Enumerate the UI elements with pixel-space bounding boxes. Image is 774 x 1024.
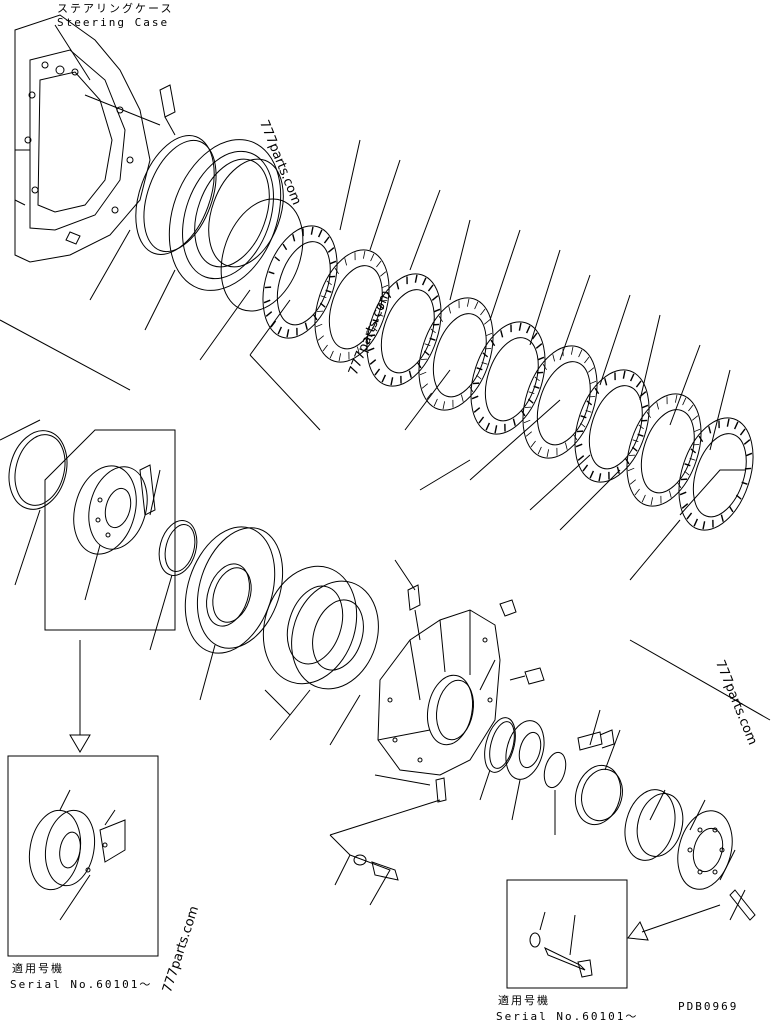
left-inset-label-serial: Serial No.60101〜 xyxy=(10,978,153,991)
right-inset-frame xyxy=(507,880,627,988)
hex-bolt xyxy=(372,862,398,880)
friction-disc xyxy=(666,408,767,539)
friction-disc xyxy=(562,360,663,491)
end-bolt xyxy=(730,890,755,920)
leader-line xyxy=(90,230,250,360)
fitting xyxy=(510,668,544,684)
bolt-part xyxy=(160,85,175,135)
hub-assembly xyxy=(64,459,156,561)
shim xyxy=(541,750,570,790)
friction-disc xyxy=(458,312,559,443)
right-inset-bolt xyxy=(530,933,592,977)
seal-cup xyxy=(618,784,690,866)
seal-ring-left xyxy=(1,424,76,516)
separator-plate xyxy=(406,288,507,419)
o-ring xyxy=(206,188,317,323)
steering-case-label-jp: ステアリングケース xyxy=(57,2,174,15)
left-inset-frame xyxy=(8,756,158,956)
arrow-left xyxy=(628,905,720,940)
left-inset-hub xyxy=(23,806,125,893)
seal-ring xyxy=(121,125,229,265)
steering-case-label-en: Steering Case xyxy=(57,16,170,29)
separator-plate xyxy=(614,384,715,515)
friction-disc xyxy=(354,264,455,395)
snap-ring xyxy=(153,516,202,579)
friction-disk xyxy=(249,554,372,696)
breather xyxy=(408,585,420,640)
separator-plate xyxy=(510,336,611,467)
separator-plate xyxy=(302,240,403,371)
o-ring-small xyxy=(479,714,521,775)
brake-case xyxy=(378,610,500,775)
steering-case xyxy=(15,15,150,262)
drawing-code: PDB0969 xyxy=(678,1000,739,1013)
plug xyxy=(500,600,516,616)
left-inset-label-jp: 適用号機 xyxy=(12,962,64,975)
collar xyxy=(569,760,628,829)
friction-disc xyxy=(250,216,351,347)
bearing xyxy=(500,716,550,783)
bracket-line xyxy=(250,300,745,580)
friction-disk xyxy=(278,570,392,701)
end-plate xyxy=(670,805,741,896)
right-inset-label-serial: Serial No.60101〜 xyxy=(496,1010,639,1023)
drain-plug xyxy=(436,778,446,802)
leader-line xyxy=(55,25,160,125)
clutch-disc-stack xyxy=(250,216,767,539)
bolt xyxy=(578,730,614,750)
arrow-down xyxy=(70,640,90,752)
washer xyxy=(354,855,366,865)
right-inset-label-jp: 適用号機 xyxy=(498,994,550,1007)
inset-box xyxy=(45,430,175,630)
piston-housing xyxy=(149,124,300,306)
